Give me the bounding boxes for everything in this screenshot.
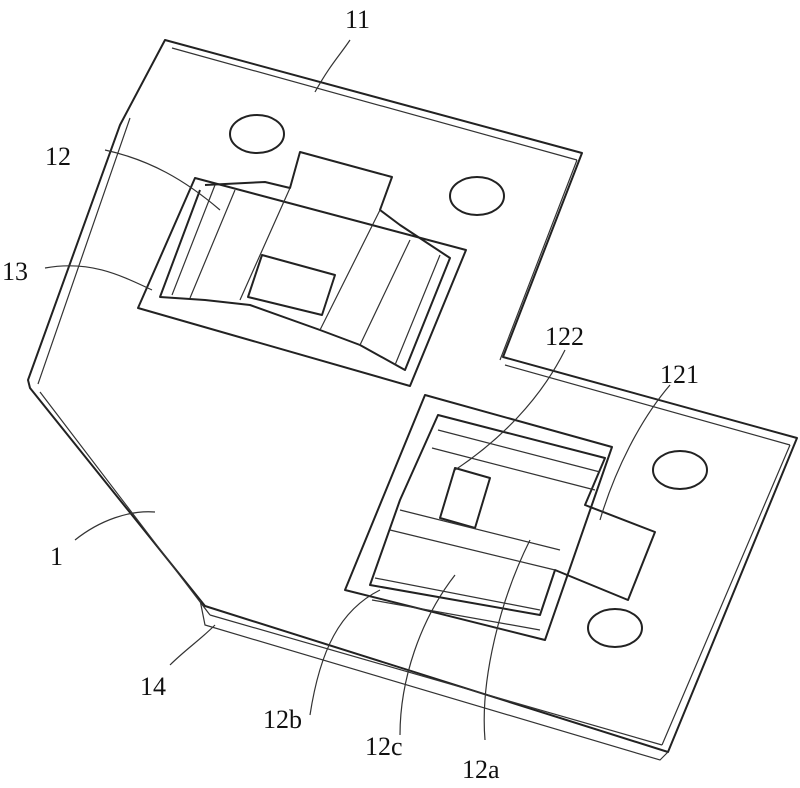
label-1: 1: [50, 542, 63, 571]
lower-clip-window-122: [439, 467, 491, 529]
leader-12c: [399, 574, 456, 736]
label-12: 12: [45, 142, 71, 171]
label-122: 122: [545, 322, 584, 351]
label-14: 14: [140, 672, 166, 701]
plate-outline: [27, 39, 798, 753]
leader-12b: [309, 589, 381, 716]
leader-13: [44, 265, 153, 291]
upper-clip-ribs: [171, 184, 441, 366]
lower-pocket: [344, 394, 613, 641]
label-11: 11: [345, 5, 370, 34]
leader-14: [169, 624, 216, 666]
upper-clip-window: [247, 254, 336, 316]
label-121: 121: [660, 360, 699, 389]
upper-clip-12: [159, 151, 451, 371]
leader-121: [599, 384, 671, 521]
hole-3: [652, 450, 708, 490]
hole-1: [229, 114, 285, 154]
hole-4: [587, 608, 643, 648]
label-12c: 12c: [365, 732, 403, 761]
leader-1: [74, 511, 156, 541]
lower-clip-12a: [369, 414, 656, 616]
leader-12a: [483, 539, 531, 741]
plate-edge-flange: [37, 47, 791, 746]
bent-edge-14: [199, 599, 669, 761]
leader-11: [314, 39, 351, 93]
label-12b: 12b: [263, 705, 302, 734]
leader-12: [104, 149, 221, 211]
label-13: 13: [2, 257, 28, 286]
leader-122: [454, 349, 566, 471]
lower-clip-ribs: [371, 429, 601, 631]
hole-2: [449, 176, 505, 216]
label-12a: 12a: [462, 755, 500, 784]
upper-pocket-13: [137, 177, 467, 387]
